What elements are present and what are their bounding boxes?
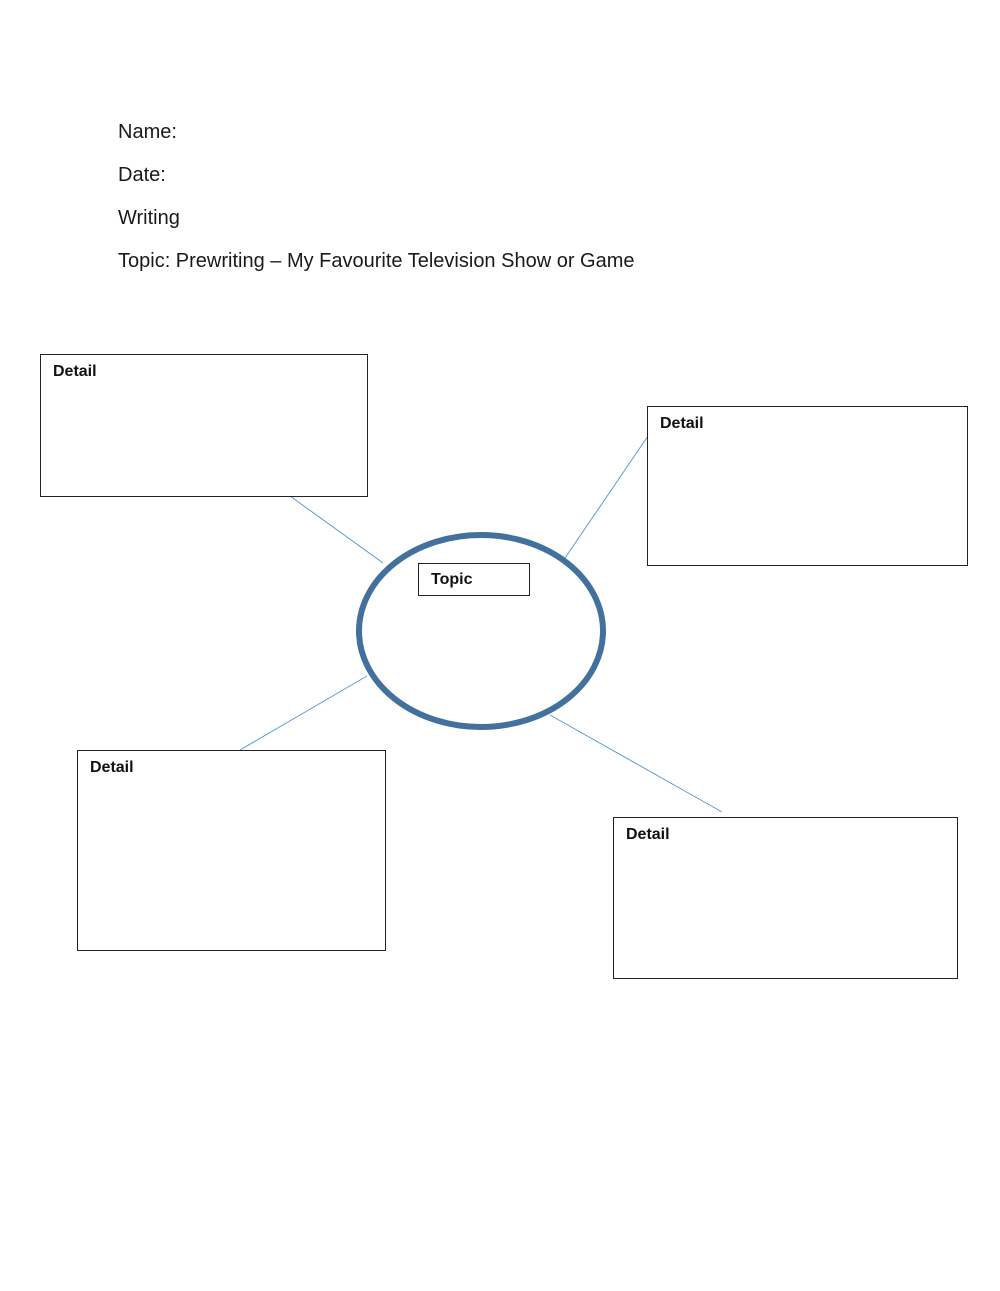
detail-box-top-right[interactable]: Detail — [647, 406, 968, 566]
topic-heading: Topic: Prewriting – My Favourite Televis… — [118, 250, 635, 272]
detail-box-bottom-left[interactable]: Detail — [77, 750, 386, 951]
date-label: Date: — [118, 164, 166, 186]
detail-label: Detail — [660, 415, 704, 432]
detail-label: Detail — [53, 363, 97, 380]
detail-label: Detail — [90, 759, 134, 776]
connector-bottom-right — [549, 714, 723, 813]
connector-bottom-left — [239, 675, 368, 751]
name-label: Name: — [118, 121, 177, 143]
detail-box-bottom-right[interactable]: Detail — [613, 817, 958, 979]
topic-box[interactable]: Topic — [418, 563, 530, 596]
detail-box-top-left[interactable]: Detail — [40, 354, 368, 497]
connector-top-right — [564, 435, 649, 559]
detail-label: Detail — [626, 826, 670, 843]
topic-label: Topic — [431, 571, 473, 588]
connector-top-left — [289, 495, 384, 564]
subject-label: Writing — [118, 207, 180, 229]
